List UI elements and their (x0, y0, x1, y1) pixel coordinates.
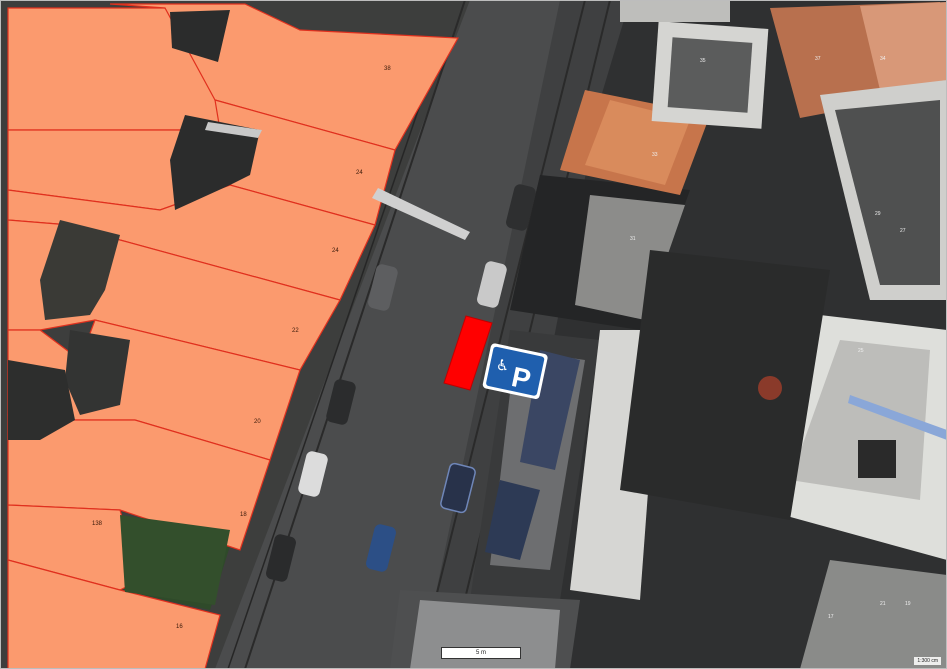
garden (120, 515, 230, 605)
scale-bar: 5 m (441, 647, 521, 659)
building-labels: 37 34 35 33 31 29 27 25 21 19 17 (630, 56, 911, 620)
building-label: 35 (700, 58, 706, 64)
building-label: 27 (900, 228, 906, 234)
courtyard (170, 115, 260, 210)
parcel-label: 22 (292, 328, 299, 334)
curb-line (417, 0, 586, 669)
parcel-label: 24 (356, 170, 363, 176)
crane-structure (848, 395, 947, 440)
parcel-label: 20 (254, 419, 261, 425)
disabled-parking-sign[interactable]: ♿ P (482, 343, 548, 400)
building-label: 33 (652, 152, 658, 158)
parked-car (368, 264, 398, 311)
parked-car (266, 534, 296, 582)
solar-panels (485, 480, 540, 560)
street (215, 0, 620, 669)
courtyard (8, 360, 75, 440)
parcel-labels: 38 24 24 22 20 18 138 16 (92, 66, 391, 630)
building-label: 37 (815, 56, 821, 62)
parcel-label: 38 (384, 66, 391, 72)
parcel-label: 24 (332, 248, 339, 254)
parked-car (440, 462, 476, 514)
parked-car (298, 451, 328, 497)
highlighted-parking-space[interactable] (443, 315, 493, 391)
crane-structure (372, 188, 470, 240)
rooftop-light (620, 0, 730, 22)
building-label: 19 (905, 601, 911, 607)
roof-opening (858, 440, 896, 478)
rooftop-inner (835, 100, 940, 285)
building-label: 25 (858, 348, 864, 354)
parked-car (477, 261, 507, 308)
parcel-label: 16 (176, 624, 183, 630)
curb-line (227, 39, 443, 669)
parcel-label: 18 (240, 512, 247, 518)
rooftop-grey (800, 560, 947, 669)
courtyard (620, 250, 830, 520)
building-label: 29 (875, 211, 881, 217)
building-label: 21 (880, 601, 886, 607)
parked-car (326, 379, 356, 425)
roof-object (758, 376, 782, 400)
building-label: 17 (828, 614, 834, 620)
scale-note: 1:300 cm (914, 657, 941, 665)
wheelchair-icon: ♿ (494, 355, 511, 375)
courtyard (40, 220, 120, 320)
sign-face (486, 346, 545, 396)
courtyard (170, 10, 230, 62)
tile-roof (860, 2, 947, 90)
courtyard (65, 330, 130, 415)
parked-car (366, 524, 396, 572)
parcel-label: 138 (92, 521, 103, 527)
building-label: 34 (880, 56, 886, 62)
parcel[interactable] (7, 559, 221, 669)
scale-bar-label: 5 m (475, 650, 486, 656)
rooftop-inner (667, 37, 753, 113)
crane-structure (205, 122, 262, 138)
parked-car (506, 184, 536, 231)
rooftop-grey (575, 195, 685, 320)
building-label: 31 (630, 236, 636, 242)
